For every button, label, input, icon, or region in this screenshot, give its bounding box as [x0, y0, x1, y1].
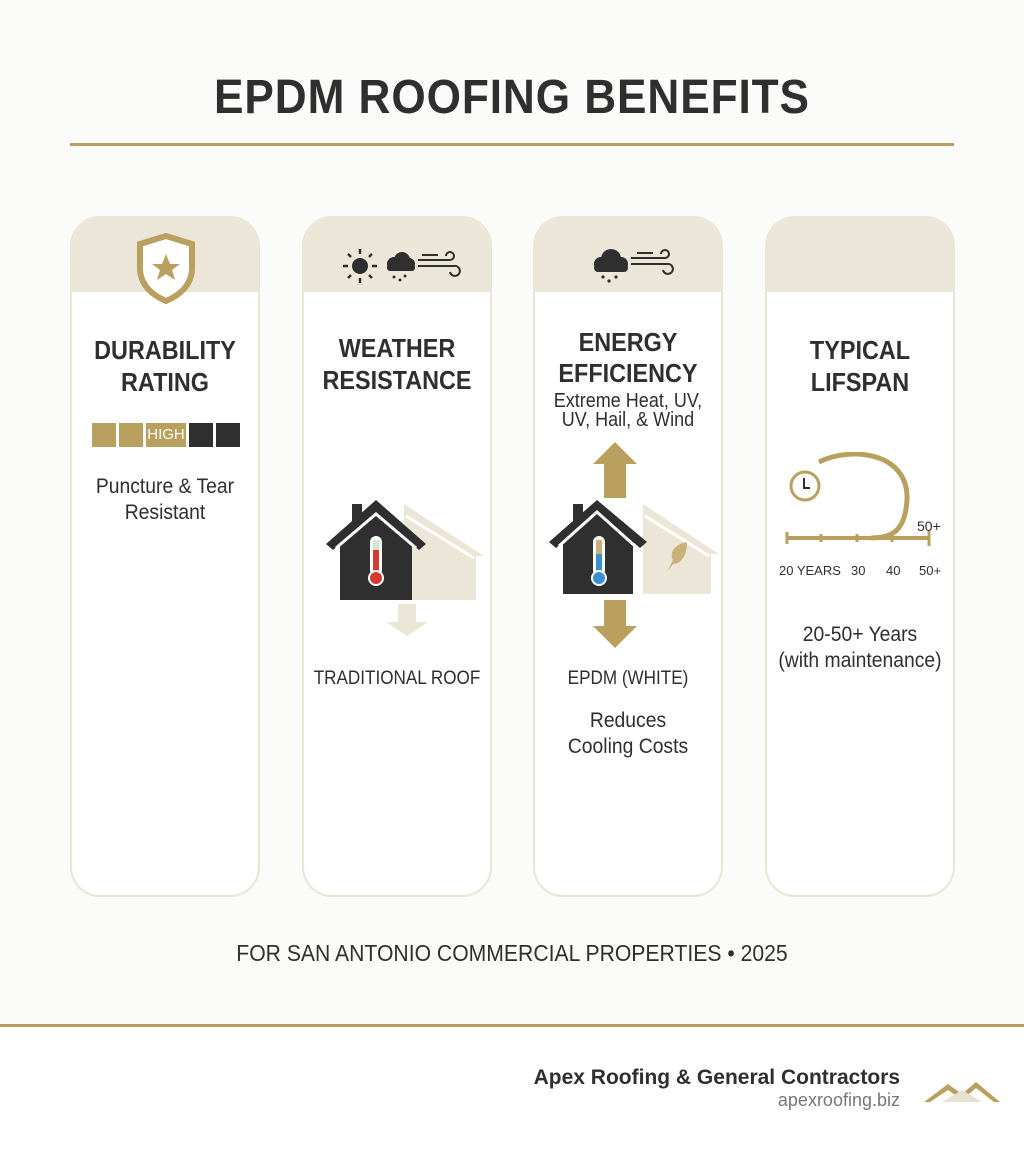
card-heading: RATING — [121, 367, 209, 397]
house-energy-icon — [549, 442, 719, 648]
company-url[interactable]: apexroofing.biz — [777, 1090, 900, 1110]
rating-segment — [189, 423, 213, 447]
card-header-band — [767, 218, 953, 292]
card-desc: Puncture & Tear — [95, 475, 235, 498]
card-header-band — [535, 218, 721, 292]
durability-rating-bar: HIGH — [92, 423, 240, 447]
footer-bar — [0, 1027, 1024, 1154]
tick-label: 50+ — [919, 563, 942, 578]
card-caption: EPDM (WHITE) — [567, 668, 689, 689]
rating-segment — [92, 423, 116, 447]
thermometer-cool-icon — [591, 536, 607, 586]
card-heading: RESISTANCE — [322, 365, 472, 395]
sun-rain-wind-icons — [343, 249, 461, 283]
company-name: Apex Roofing & General Contractors — [533, 1066, 900, 1089]
card-desc: (with maintenance) — [778, 649, 942, 672]
clock-icon — [789, 470, 821, 502]
card-heading: EFFICIENCY — [558, 358, 698, 388]
title-divider — [70, 143, 954, 146]
card-durability: DURABILITY RATING HIGH Puncture & Tear R… — [70, 216, 260, 897]
sun-icon — [343, 249, 377, 283]
card-desc: 20-50+ Years — [802, 623, 918, 646]
card-desc: Resistant — [124, 501, 206, 524]
leaf-icon — [667, 542, 687, 572]
wind-icon — [418, 251, 461, 277]
card-desc: Reduces — [589, 709, 667, 732]
card-weather: WEATHER RESISTANCE TRADITIONAL ROOF — [302, 216, 492, 897]
card-heading: TYPICAL — [809, 335, 911, 365]
axis-end-label: 50+ — [917, 518, 941, 534]
card-heading: DURABILITY — [94, 335, 236, 365]
footer-note: FOR SAN ANTONIO COMMERCIAL PROPERTIES • … — [236, 940, 788, 966]
rain-wind-icons — [594, 249, 674, 283]
card-energy: ENERGY EFFICIENCY Extreme Heat, UV, UV, … — [533, 216, 723, 897]
card-heading: ENERGY — [578, 327, 678, 357]
card-heading: LIFSPAN — [810, 367, 910, 397]
card-subtitle: Extreme Heat, UV, — [553, 390, 703, 412]
tick-label: 30 — [851, 563, 866, 578]
company-logo-roof-icon — [924, 1082, 1000, 1102]
tick-label: 20 YEARS — [779, 563, 841, 578]
footer-divider — [0, 1024, 1024, 1027]
rain-cloud-icon — [594, 249, 628, 283]
rating-segment-high: HIGH — [146, 423, 186, 447]
card-caption: TRADITIONAL ROOF — [313, 668, 481, 689]
rating-segment — [216, 423, 240, 447]
tick-label: 40 — [886, 563, 901, 578]
wind-icon — [631, 249, 674, 275]
card-subtitle: UV, Hail, & Wind — [561, 409, 695, 431]
lifespan-timeline — [785, 452, 931, 546]
rain-cloud-icon — [387, 252, 415, 282]
shield-star-icon — [137, 232, 195, 304]
house-comparison-icon — [326, 500, 484, 636]
thermometer-hot-icon — [368, 536, 384, 586]
card-lifespan: TYPICAL LIFSPAN 50+ 20 YEARS 30 40 50+ 2… — [765, 216, 955, 897]
arrow-down-icon — [593, 600, 637, 648]
card-heading: WEATHER — [338, 333, 456, 363]
arrow-up-icon — [593, 442, 637, 498]
card-desc: Cooling Costs — [567, 735, 689, 758]
page-title: EPDM ROOFING BENEFITS — [214, 71, 810, 124]
rating-segment — [119, 423, 143, 447]
arrow-down-icon — [386, 604, 428, 636]
